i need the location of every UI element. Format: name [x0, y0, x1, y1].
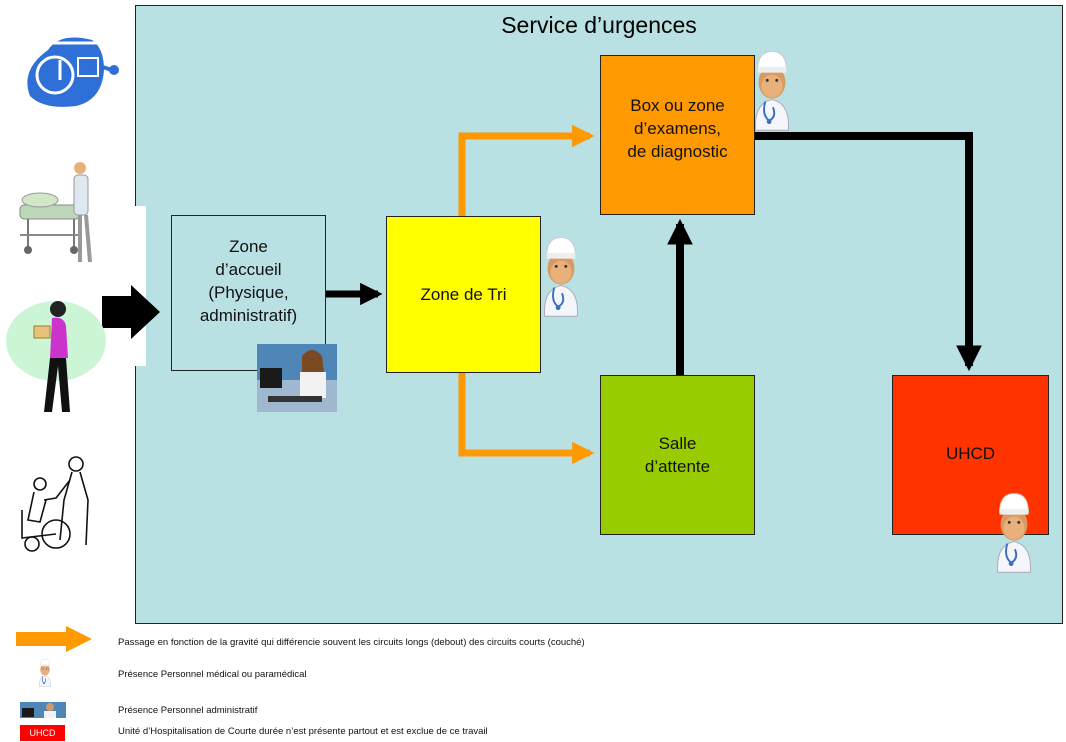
walking-patient-icon — [6, 301, 106, 412]
doctor-icon-examens — [754, 50, 790, 132]
salle-attente-box: Salle d’attente — [600, 375, 755, 535]
doctor-icon-tri — [543, 236, 579, 318]
stretcher-patient-icon — [19, 162, 92, 263]
legend-orange-arrow-icon — [16, 626, 92, 652]
legend-medical-staff-text: Présence Personnel médical ou paramédica… — [118, 669, 307, 680]
receptionist-icon — [257, 344, 337, 412]
zone-examens-label: Box ou zone d’examens, de diagnostic — [627, 96, 728, 161]
diagram-title: Service d’urgences — [501, 12, 697, 38]
orange-arrow-tri-salle — [458, 373, 595, 465]
legend-doctor-icon — [38, 658, 52, 687]
zone-examens-box: Box ou zone d’examens, de diagnostic — [600, 55, 755, 215]
salle-attente-label: Salle d’attente — [644, 434, 711, 476]
zone-tri-box: Zone de Tri — [386, 216, 541, 373]
doctor-icon-uhcd — [996, 492, 1032, 574]
legend-receptionist-icon — [20, 702, 66, 718]
arrow-examens-uhcd — [755, 132, 982, 372]
legend-uhcd-chip: UHCD — [20, 725, 65, 741]
orange-arrow-tri-examens — [458, 124, 595, 216]
wheelchair-patient-icon — [21, 456, 89, 552]
zone-tri-label: Zone de Tri — [420, 285, 507, 304]
helicopter-icon — [27, 37, 119, 107]
uhcd-label: UHCD — [945, 444, 996, 463]
entry-arrow — [102, 285, 160, 339]
legend-admin-staff-text: Présence Personnel administratif — [118, 705, 258, 716]
legend-uhcd-text: Unité d’Hospitalisation de Courte durée … — [118, 726, 488, 737]
zone-accueil-label: Zone d’accueil (Physique, administratif) — [199, 237, 298, 325]
legend-orange-arrow-text: Passage en fonction de la gravité qui di… — [118, 637, 585, 648]
